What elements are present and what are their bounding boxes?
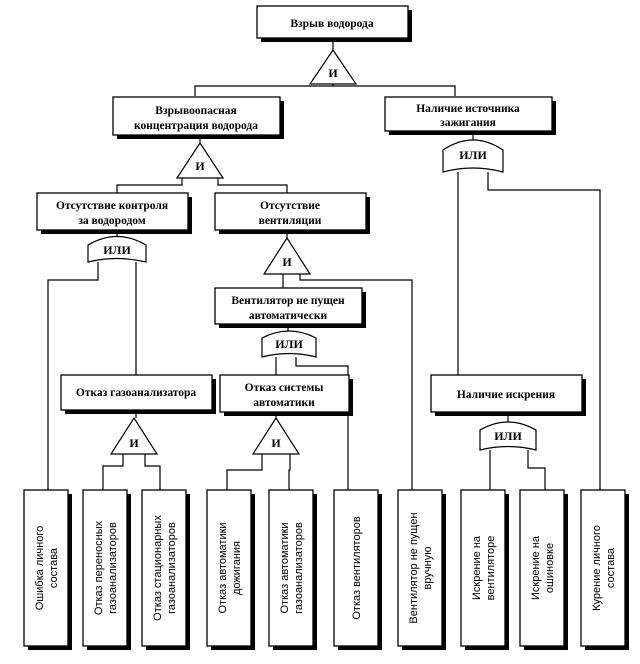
basic-event-label-line1: Отказ стационарных <box>152 515 164 621</box>
and-gate-explosive-concentration: И <box>175 141 225 179</box>
basic-event-label-line2: вентиляторе <box>485 536 497 601</box>
event-fan-not-started-automatically: Вентилятор не пущен автоматически <box>214 287 366 328</box>
basic-event-stationary-analyzers: Отказ стационарных газоанализаторов <box>141 489 190 650</box>
event-label-line1: Отказ системы <box>245 382 324 394</box>
or-gate-label: ИЛИ <box>459 148 487 162</box>
and-gate-label: И <box>282 255 292 269</box>
basic-event-label-line2: вручную <box>422 547 434 590</box>
basic-event-label-line1: Искрение на <box>530 535 542 600</box>
event-top: Взрыв водорода <box>256 5 412 42</box>
and-gate-label: И <box>328 66 338 80</box>
event-label-line2: за водородом <box>78 215 146 227</box>
basic-event-label-line2: газоанализаторов <box>107 522 119 614</box>
or-gate-sparking: ИЛИ <box>479 421 537 451</box>
basic-event-label-line1: Вентилятор не пущен <box>408 512 420 623</box>
event-ignition-source: Наличие источника зажигания <box>384 96 556 135</box>
event-explosive-concentration: Взрывоопасная концентрация водорода <box>112 96 284 139</box>
basic-event-personnel-smoking: Курение личного состава <box>580 489 629 650</box>
event-automation-failure: Отказ системы автоматики <box>219 374 353 416</box>
and-gate-automation: И <box>251 416 301 455</box>
basic-event-label-line1: Ошибка личного <box>34 526 46 610</box>
event-label-line2: вентиляции <box>259 215 322 227</box>
or-gate-ignition-source: ИЛИ <box>442 139 504 173</box>
basic-event-label-line2: газоанализаторов <box>293 522 305 614</box>
basic-event-portable-analyzers: Отказ переносных газоанализаторов <box>82 489 131 650</box>
basic-event-afterburning-automation: Отказ автоматики дожигания <box>206 489 255 650</box>
event-sparking: Наличие искрения <box>430 374 586 416</box>
event-label-line1: Наличие источника <box>416 103 520 115</box>
basic-event-label-line2: газоанализаторов <box>166 522 178 614</box>
or-gate-fan-not-auto: ИЛИ <box>261 330 317 358</box>
and-gate-top: И <box>308 48 358 85</box>
and-gate-no-ventilation: И <box>262 236 312 275</box>
basic-event-label-line2: ошиновке <box>544 543 556 593</box>
event-gas-analyzer-failure: Отказ газоанализатора <box>60 374 216 414</box>
event-label: Наличие искрения <box>457 389 555 401</box>
or-gate-label: ИЛИ <box>494 429 522 443</box>
basic-event-label-line1: Отказ автоматики <box>279 522 291 613</box>
or-gate-label: ИЛИ <box>275 337 303 351</box>
basic-event-label-line1: Отказ автоматики <box>217 522 229 613</box>
event-label-line2: концентрация водорода <box>134 120 258 132</box>
event-label-line1: Отсутствие <box>260 200 320 212</box>
basic-event-label-line2: состава <box>48 547 60 588</box>
connector-lines <box>47 40 601 490</box>
basic-event-label-line2: дожигания <box>231 541 243 595</box>
and-gate-label: И <box>129 436 139 450</box>
basic-event-personnel-error: Ошибка личного состава <box>23 489 72 650</box>
or-gate-no-hydrogen-control: ИЛИ <box>87 236 147 263</box>
basic-event-label-line1: Отказ переносных <box>93 520 105 615</box>
and-gate-label: И <box>271 436 281 450</box>
event-label-line1: Вентилятор не пущен <box>231 295 345 307</box>
event-label-line2: автоматически <box>249 310 328 322</box>
basic-event-fan-sparking: Искрение на вентиляторе <box>460 489 509 650</box>
event-label-line2: автоматики <box>253 397 315 409</box>
event-top-label: Взрыв водорода <box>290 18 374 30</box>
basic-event-label-line1: Курение личного <box>591 525 603 611</box>
event-label: Отказ газоанализатора <box>76 387 197 399</box>
and-gate-gas-analyzer: И <box>109 416 159 455</box>
event-label-line1: Отсутствие контроля <box>56 200 168 212</box>
basic-event-busbar-sparking: Искрение на ошиновке <box>519 489 568 650</box>
event-label-line1: Взрывоопасная <box>155 105 236 117</box>
or-gate-label: ИЛИ <box>103 243 131 257</box>
basic-event-label-line1: Отказ вентиляторов <box>351 516 363 619</box>
event-no-ventilation: Отсутствие вентиляции <box>214 192 370 234</box>
basic-event-fan-not-started-manually: Вентилятор не пущен вручную <box>397 489 446 650</box>
basic-event-analyzer-automation: Отказ автоматики газоанализаторов <box>268 489 317 650</box>
event-label-line2: зажигания <box>440 117 496 129</box>
event-no-hydrogen-control: Отсутствие контроля за водородом <box>36 192 192 234</box>
basic-event-label-line1: Искрение на <box>471 535 483 600</box>
basic-event-label-line2: состава <box>605 547 617 588</box>
basic-event-fans-failure: Отказ вентиляторов <box>333 489 382 650</box>
and-gate-label: И <box>195 159 205 173</box>
